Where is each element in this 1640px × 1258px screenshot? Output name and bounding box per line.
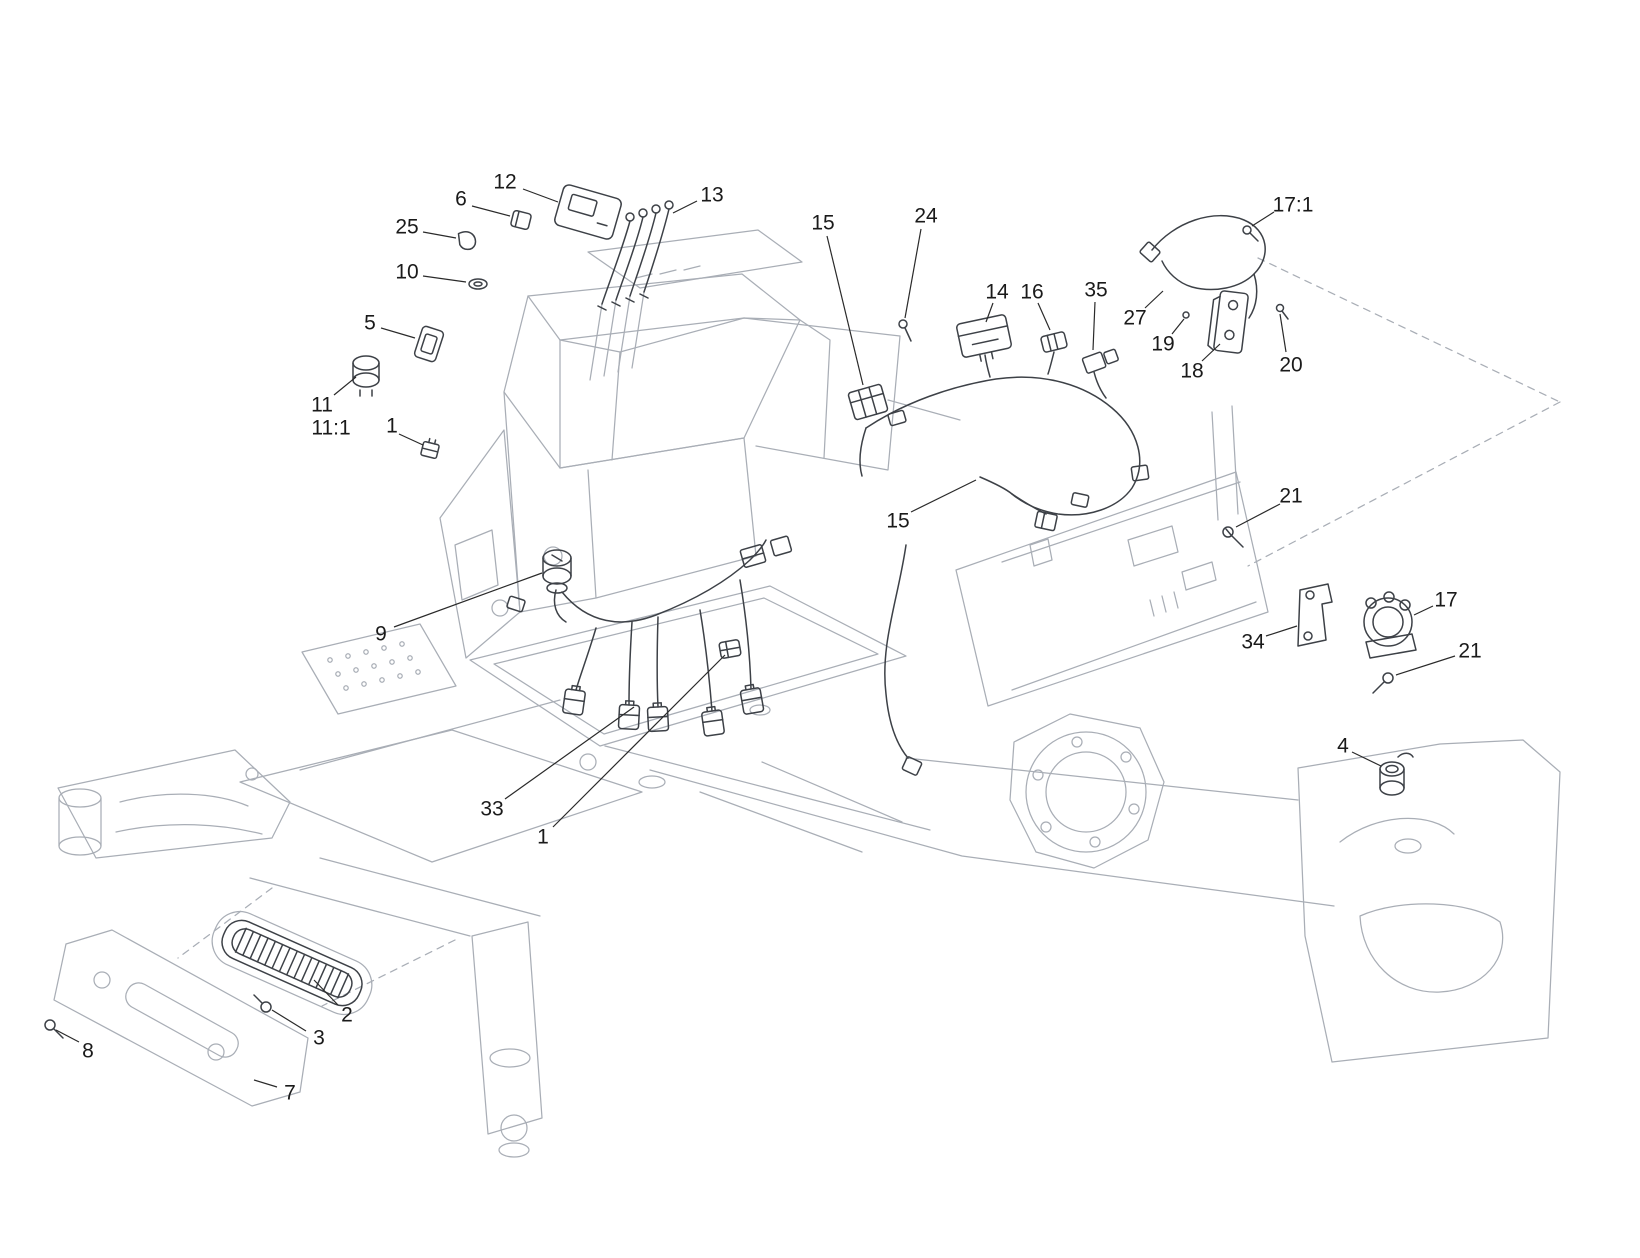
leader-line-16	[1037, 302, 1051, 331]
leader-line-8	[55, 1029, 80, 1043]
leader-line-1a	[398, 433, 424, 446]
screw-21a-icon	[1222, 526, 1244, 548]
solenoid-17-art	[1363, 591, 1417, 659]
leader-line-6	[471, 205, 511, 217]
leader-line-20	[1279, 313, 1287, 353]
part-label-7: 7	[284, 1081, 296, 1104]
light-2-art	[211, 910, 373, 1016]
leader-line-10	[422, 275, 467, 283]
leader-line-3	[271, 1009, 307, 1032]
screw-20-icon	[1275, 303, 1289, 320]
leader-line-9	[393, 572, 543, 628]
part-label-12: 12	[493, 170, 516, 193]
leader-line-2	[313, 979, 339, 1006]
switch-5-art	[413, 325, 445, 363]
part-label-11-1: 11:1	[311, 416, 350, 439]
part-label-3: 3	[313, 1026, 325, 1049]
leader-line-1b	[552, 654, 726, 828]
part-label-11: 11	[311, 393, 333, 416]
part-label-16: 16	[1020, 280, 1043, 303]
screw-8-icon	[44, 1019, 64, 1039]
part-label-25: 25	[395, 215, 418, 238]
part-label-20: 20	[1279, 353, 1302, 376]
rocker-switch-6-art	[510, 209, 532, 231]
part-label-13: 13	[700, 183, 723, 206]
relay-14-art	[956, 314, 1012, 362]
part-label-19: 19	[1151, 332, 1174, 355]
part-label-17-1: 17:1	[1273, 193, 1314, 216]
connector-16-art	[1040, 331, 1068, 353]
bracket-34-art	[1297, 583, 1333, 647]
chassis-frame-art	[57, 229, 1561, 1158]
screws-art	[44, 225, 1394, 1039]
key-switch-9-art	[542, 549, 572, 594]
harness-27-art	[1139, 214, 1266, 319]
leader-line-34	[1265, 625, 1298, 637]
bracket-18-art	[1207, 290, 1249, 354]
leader-line-4	[1351, 751, 1382, 767]
screw-19-icon	[1182, 311, 1190, 319]
part-label-27: 27	[1123, 306, 1146, 329]
leader-line-18	[1201, 343, 1221, 362]
part-label-18: 18	[1180, 359, 1203, 382]
screw-3-icon	[253, 994, 272, 1013]
leader-line-27	[1144, 290, 1164, 309]
leader-line-7	[253, 1079, 278, 1088]
leader-line-5	[380, 327, 416, 339]
part-label-17: 17	[1434, 588, 1457, 611]
clip-25-art	[457, 231, 477, 251]
leader-line-13	[672, 200, 698, 214]
leader-line-14	[985, 302, 994, 323]
part-label-15b: 15	[886, 509, 909, 532]
leader-line-12	[522, 188, 559, 203]
main-harness-art	[506, 535, 793, 737]
part-label-21b: 21	[1458, 639, 1481, 662]
part-label-14: 14	[985, 280, 1009, 303]
bumper-7-art	[53, 929, 309, 1107]
part-label-24: 24	[914, 204, 938, 227]
part-label-9: 9	[375, 622, 387, 645]
leader-line-21a	[1235, 503, 1281, 528]
washer-10-art	[468, 278, 488, 290]
socket-11-art	[352, 355, 380, 397]
leader-line-21b	[1395, 655, 1456, 676]
part-label-33: 33	[480, 797, 503, 820]
clip-1-art	[420, 437, 440, 460]
leader-line-15b	[910, 479, 977, 513]
part-label-4: 4	[1337, 734, 1349, 757]
leader-line-19	[1171, 318, 1185, 335]
part-label-15a: 15	[811, 211, 834, 234]
battery-cables-13-art	[597, 200, 674, 311]
part-label-1a: 1	[386, 414, 398, 437]
engine-harness-art	[847, 351, 1150, 776]
part-label-1b: 1	[537, 825, 549, 848]
part-label-2: 2	[341, 1003, 353, 1026]
part-label-21a: 21	[1279, 484, 1302, 507]
leader-line-15a	[826, 235, 864, 386]
part-label-6: 6	[455, 187, 467, 210]
part-label-5: 5	[364, 311, 376, 334]
screw-17-1-icon	[1242, 225, 1259, 242]
part-label-8: 8	[82, 1039, 94, 1062]
leader-line-11	[333, 376, 357, 396]
leader-line-24	[904, 228, 922, 319]
power-outlet-4-art	[1379, 752, 1414, 796]
screw-24-icon	[898, 319, 912, 342]
part-label-35: 35	[1084, 278, 1107, 301]
dashed-projection-lines	[177, 257, 1561, 1007]
leader-line-25	[422, 231, 457, 239]
screw-21b-icon	[1372, 672, 1394, 694]
leader-line-33	[504, 706, 635, 800]
leader-line-17-1	[1251, 211, 1275, 227]
part-label-10: 10	[395, 260, 418, 283]
connector-1b-art	[718, 639, 742, 659]
leader-line-17	[1413, 605, 1434, 616]
leader-line-35	[1092, 301, 1096, 351]
connector-35-art	[1081, 348, 1119, 374]
control-module-12-art	[554, 184, 622, 240]
part-label-34: 34	[1241, 630, 1265, 653]
